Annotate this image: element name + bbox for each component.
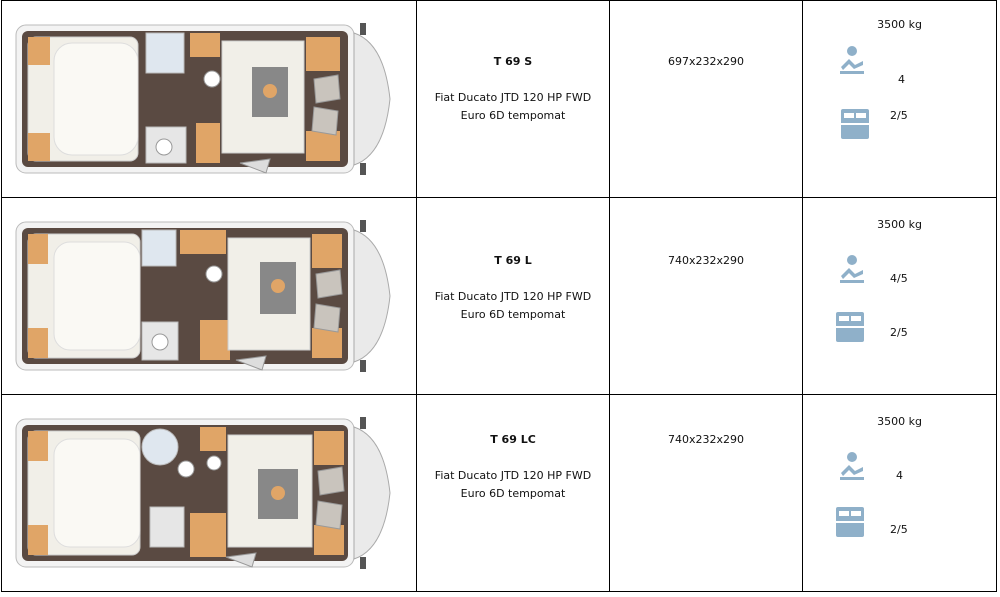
engine-line: Fiat Ducato JTD 120 HP FWD	[434, 290, 592, 303]
dimensions-cell: 697x232x290	[609, 0, 803, 198]
berths-value: 2/5	[890, 326, 908, 339]
seats-value: 4	[898, 73, 905, 86]
dimensions-value: 740x232x290	[667, 254, 744, 267]
floorplan-image	[15, 220, 391, 372]
model-cell: T 69 L Fiat Ducato JTD 120 HP FWD Euro 6…	[416, 197, 610, 395]
table-row: T 69 L Fiat Ducato JTD 120 HP FWD Euro 6…	[1, 197, 997, 395]
engine-line: Euro 6D tempomat	[460, 109, 566, 122]
dimensions-cell: 740x232x290	[609, 394, 803, 592]
seat-icon	[840, 452, 864, 480]
specs-cell: 3500 kg 4 2/5	[802, 394, 997, 592]
model-cell: T 69 LC Fiat Ducato JTD 120 HP FWD Euro …	[416, 394, 610, 592]
seat-icon	[840, 46, 864, 74]
bed-icon	[836, 312, 864, 342]
floorplan-cell	[1, 0, 417, 198]
berths-value: 2/5	[890, 109, 908, 122]
table-row: T 69 LC Fiat Ducato JTD 120 HP FWD Euro …	[1, 394, 997, 592]
dimensions-cell: 740x232x290	[609, 197, 803, 395]
weight-value: 3500 kg	[877, 415, 922, 428]
model-name: T 69 L	[494, 254, 532, 267]
model-cell: T 69 S Fiat Ducato JTD 120 HP FWD Euro 6…	[416, 0, 610, 198]
floorplan-image	[15, 23, 391, 175]
model-name: T 69 LC	[490, 433, 536, 446]
seats-value: 4	[896, 469, 903, 482]
floorplan-image	[15, 417, 391, 569]
engine-line: Euro 6D tempomat	[460, 308, 566, 321]
dimensions-value: 697x232x290	[667, 55, 744, 68]
floorplan-cell	[1, 197, 417, 395]
seat-icon	[840, 255, 864, 283]
floorplan-cell	[1, 394, 417, 592]
specs-cell: 3500 kg 4 2/5	[802, 0, 997, 198]
seats-value: 4/5	[890, 272, 908, 285]
bed-icon	[841, 109, 869, 139]
engine-line: Fiat Ducato JTD 120 HP FWD	[434, 91, 592, 104]
model-name: T 69 S	[493, 55, 533, 68]
bed-icon	[836, 507, 864, 537]
dimensions-value: 740x232x290	[667, 433, 744, 446]
engine-description: Fiat Ducato JTD 120 HP FWD Euro 6D tempo…	[417, 89, 609, 125]
engine-line: Fiat Ducato JTD 120 HP FWD	[434, 469, 592, 482]
berths-value: 2/5	[890, 523, 908, 536]
weight-value: 3500 kg	[877, 18, 922, 31]
weight-value: 3500 kg	[877, 218, 922, 231]
table-row: T 69 S Fiat Ducato JTD 120 HP FWD Euro 6…	[1, 0, 997, 198]
engine-description: Fiat Ducato JTD 120 HP FWD Euro 6D tempo…	[417, 467, 609, 503]
specs-cell: 3500 kg 4/5 2/5	[802, 197, 997, 395]
engine-line: Euro 6D tempomat	[460, 487, 566, 500]
engine-description: Fiat Ducato JTD 120 HP FWD Euro 6D tempo…	[417, 288, 609, 324]
